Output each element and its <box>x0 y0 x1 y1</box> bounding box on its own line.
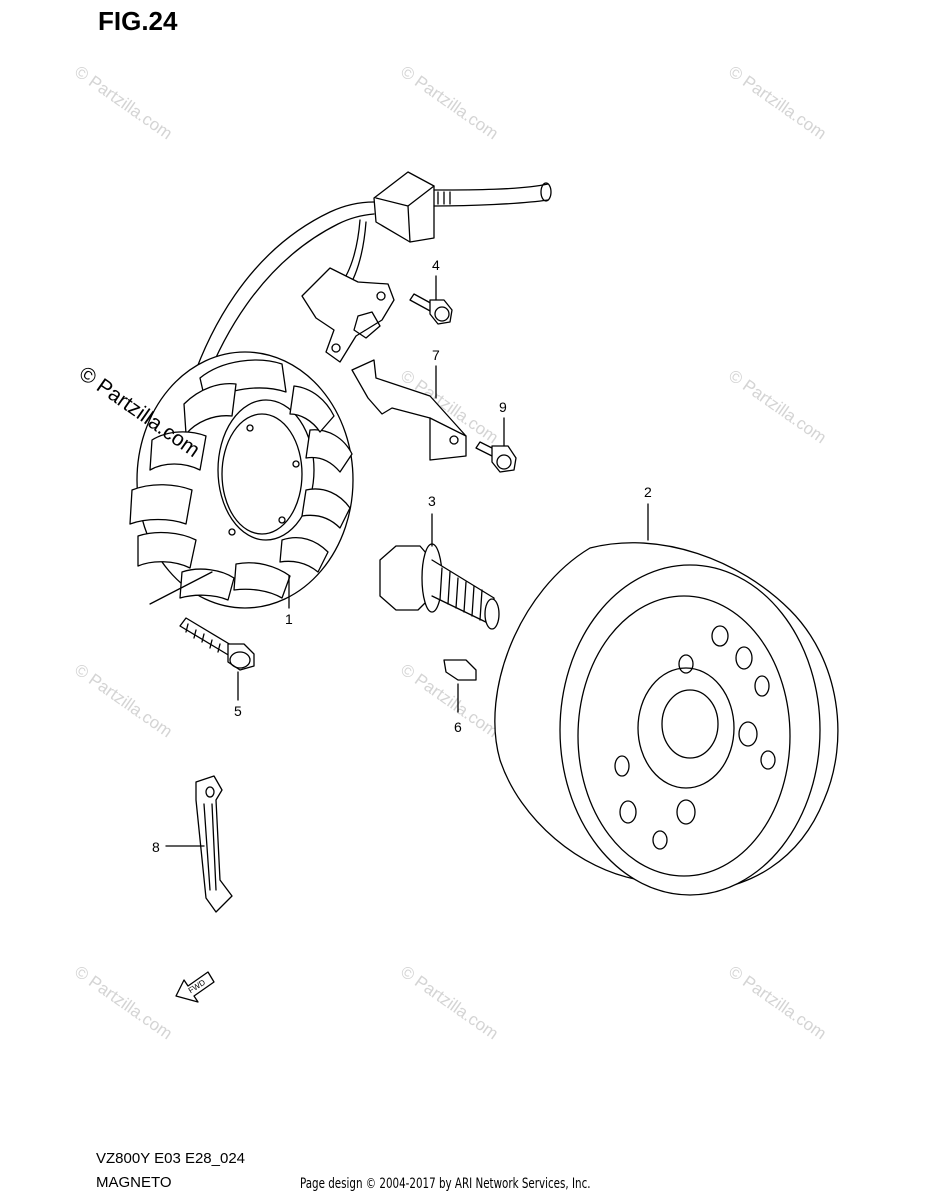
leader-line <box>150 572 212 604</box>
bracket <box>352 360 466 460</box>
callout-8: 8 <box>152 839 160 855</box>
wire-clamp <box>302 268 394 362</box>
copyright-text: Page design © 2004-2017 by ARI Network S… <box>300 1176 591 1192</box>
wire-harness <box>183 172 551 412</box>
callout-2: 2 <box>644 484 652 500</box>
callout-7: 7 <box>432 347 440 363</box>
screw-part-4 <box>410 276 452 324</box>
fwd-arrow-icon <box>176 972 214 1002</box>
rotor-bolt <box>380 514 499 629</box>
callout-3: 3 <box>428 493 436 509</box>
flywheel-rotor <box>495 504 838 895</box>
stator-coil <box>130 352 353 608</box>
diagram-name: MAGNETO <box>96 1174 172 1191</box>
woodruff-key <box>444 660 476 712</box>
callout-9: 9 <box>499 399 507 415</box>
callout-5: 5 <box>234 703 242 719</box>
callout-1: 1 <box>285 611 293 627</box>
stator-tool <box>166 776 232 912</box>
stator-bolt <box>180 618 254 700</box>
callout-6: 6 <box>454 719 462 735</box>
callout-4: 4 <box>432 257 440 273</box>
model-code: VZ800Y E03 E28_024 <box>96 1150 246 1167</box>
screw-part-9 <box>476 418 516 472</box>
figure-title: FIG.24 <box>98 6 178 36</box>
